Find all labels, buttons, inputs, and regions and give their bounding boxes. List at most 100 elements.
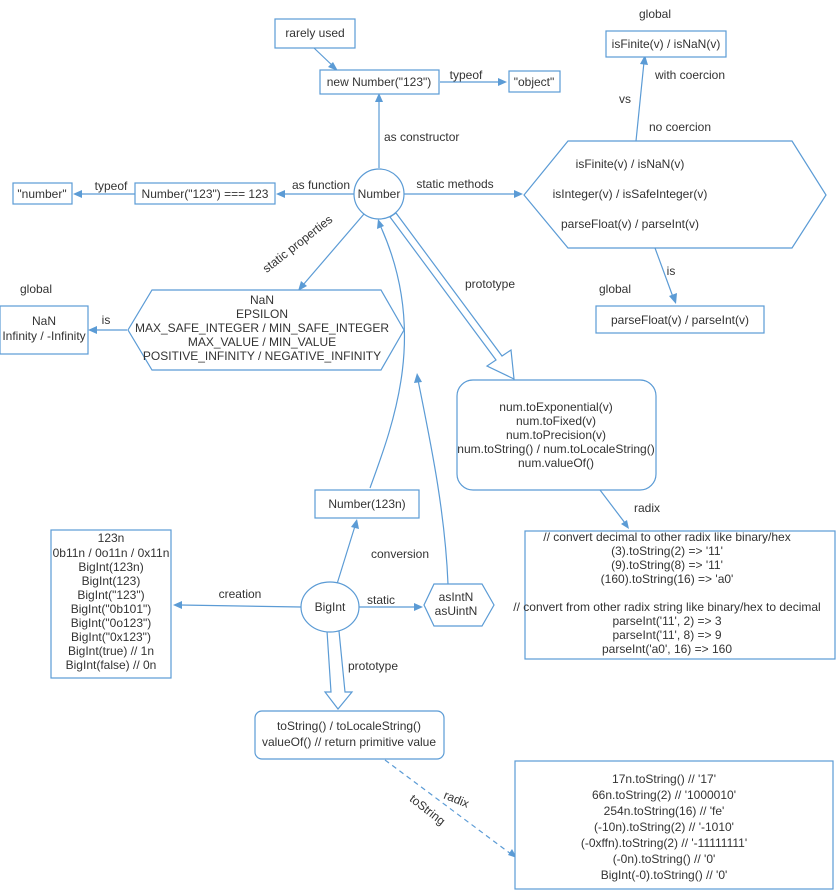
creation-line: BigInt(123n)	[78, 560, 143, 574]
creation-line: 0b11n / 0o11n / 0x11n	[53, 546, 170, 560]
node-number-fn: Number("123") === 123	[134, 182, 276, 205]
num-proto-line: num.toExponential(v)	[499, 400, 612, 414]
creation-line: BigInt(false) // 0n	[66, 658, 157, 672]
creation-line: BigInt("0b101")	[71, 602, 152, 616]
arrowhead	[498, 78, 507, 86]
node-radix: // convert decimal to other radix like b…	[513, 530, 836, 660]
arrowhead	[621, 520, 629, 529]
arrowhead	[298, 281, 307, 291]
as-int-line: asIntN	[439, 590, 474, 604]
label-static-properties: static properties	[260, 212, 335, 275]
label-creation: creation	[219, 587, 262, 601]
radix-line: (3).toString(2) => '11'	[611, 544, 723, 558]
label-as-function: as function	[292, 178, 350, 192]
static-method-line: isInteger(v) / isSafeInteger(v)	[553, 187, 708, 201]
edge-static-properties	[302, 213, 365, 286]
number-text: Number	[358, 187, 401, 201]
global-box-text: isFinite(v) / isNaN(v)	[612, 37, 721, 51]
label-as-constructor: as constructor	[384, 130, 459, 144]
creation-line: BigInt("0o123")	[71, 616, 152, 630]
node-number-type: "number"	[12, 182, 73, 205]
arrowhead	[414, 373, 422, 383]
static-method-line: isFinite(v) / isNaN(v)	[576, 157, 685, 171]
arrowhead	[173, 601, 182, 609]
edge-is-parse	[654, 247, 674, 298]
arrowhead	[351, 519, 359, 529]
radix-line: (160).toString(16) => 'a0'	[601, 572, 734, 586]
label-is: is	[102, 313, 111, 327]
num-proto-line: num.toFixed(v)	[516, 414, 596, 428]
arrowhead	[377, 219, 384, 229]
node-global-values: NaN Infinity / -Infinity	[0, 305, 89, 355]
number-fn-text: Number("123") === 123	[142, 187, 269, 201]
label-with-coercion: with coercion	[654, 68, 725, 82]
creation-line: BigInt(123)	[82, 574, 141, 588]
static-prop-line: POSITIVE_INFINITY / NEGATIVE_INFINITY	[143, 349, 381, 363]
tostring-line: BigInt(-0).toString() // '0'	[601, 868, 728, 882]
label-is: is	[667, 264, 676, 278]
label-radix: radix	[442, 788, 471, 811]
radix-line: // convert from other radix string like …	[513, 600, 820, 614]
num-proto-line: num.toString() / num.toLocaleString()	[457, 442, 654, 456]
edge-conversion	[336, 525, 356, 585]
label-no-coercion: no coercion	[649, 120, 711, 134]
tostring-line: (-0n).toString() // '0'	[613, 852, 716, 866]
node-global-parse: parseFloat(v) / parseInt(v)	[595, 305, 765, 334]
arrowhead	[375, 93, 383, 102]
tostring-line: 17n.toString() // '17'	[612, 772, 716, 786]
node-number: Number	[353, 168, 405, 220]
node-bigint-proto: toString() / toLocaleString() valueOf() …	[254, 710, 445, 760]
radix-line: parseInt('a0', 16) => 160	[602, 642, 732, 656]
edge-number123n-number	[369, 224, 406, 489]
num-proto-line: num.toPrecision(v)	[506, 428, 606, 442]
num-proto-line: num.valueOf()	[518, 456, 594, 470]
object-type-text: "object"	[514, 75, 555, 89]
arrowhead	[328, 62, 338, 71]
radix-line: // convert decimal to other radix like b…	[543, 530, 790, 544]
label-global: global	[599, 282, 631, 296]
new-number-text: new Number("123")	[327, 75, 432, 89]
label-static: static	[367, 593, 395, 607]
arrowhead	[669, 293, 677, 304]
node-number-123n: Number(123n)	[314, 489, 420, 519]
radix-line: parseInt('11', 8) => 9	[612, 628, 721, 642]
creation-line: BigInt("123")	[77, 588, 144, 602]
node-global-box: isFinite(v) / isNaN(v)	[605, 30, 727, 58]
number-123n-text: Number(123n)	[328, 497, 405, 511]
arrowhead	[276, 190, 285, 198]
edges	[73, 47, 677, 858]
creation-line: 123n	[98, 531, 125, 545]
global-value-line: Infinity / -Infinity	[2, 329, 85, 343]
node-object-type: "object"	[508, 70, 561, 93]
node-num-proto: num.toExponential(v) num.toFixed(v) num.…	[456, 379, 657, 491]
creation-line: BigInt("0x123")	[71, 630, 151, 644]
label-tostring: toString	[407, 792, 448, 828]
label-typeof: typeof	[450, 68, 483, 82]
edge-prototype-bigint	[323, 630, 354, 710]
node-static-methods: isFinite(v) / isNaN(v) isInteger(v) / is…	[523, 140, 827, 249]
tostring-line: (-10n).toString(2) // '-1010'	[594, 820, 734, 834]
label-conversion: conversion	[371, 547, 429, 561]
label-prototype: prototype	[348, 659, 398, 673]
label-vs: vs	[619, 92, 631, 106]
creation-line: BigInt(true) // 1n	[68, 644, 154, 658]
edge-prototype-number	[389, 212, 515, 381]
label-global: global	[20, 282, 52, 296]
arrowhead	[88, 326, 97, 334]
arrowhead	[73, 190, 82, 198]
node-static-props: NaN EPSILON MAX_SAFE_INTEGER / MIN_SAFE_…	[127, 289, 405, 371]
node-new-number: new Number("123")	[319, 69, 440, 95]
node-bigint-creation: 123n 0b11n / 0o11n / 0x11n BigInt(123n) …	[50, 529, 172, 679]
node-bigint-tostring: 17n.toString() // '17' 66n.toString(2) /…	[514, 760, 834, 890]
tostring-line: (-0xffn).toString(2) // '-11111111'	[581, 836, 747, 850]
tostring-line: 66n.toString(2) // '1000010'	[592, 788, 736, 802]
label-prototype: prototype	[465, 277, 515, 291]
node-rarely-used: rarely used	[274, 18, 356, 49]
radix-line: (9).toString(8) => '11'	[611, 558, 723, 572]
arrowhead	[640, 55, 648, 65]
node-as-int: asIntN asUintN	[423, 583, 495, 627]
bigint-proto-line: toString() / toLocaleString()	[277, 719, 421, 733]
edge-creation	[179, 604, 302, 608]
arrowhead	[414, 603, 423, 611]
